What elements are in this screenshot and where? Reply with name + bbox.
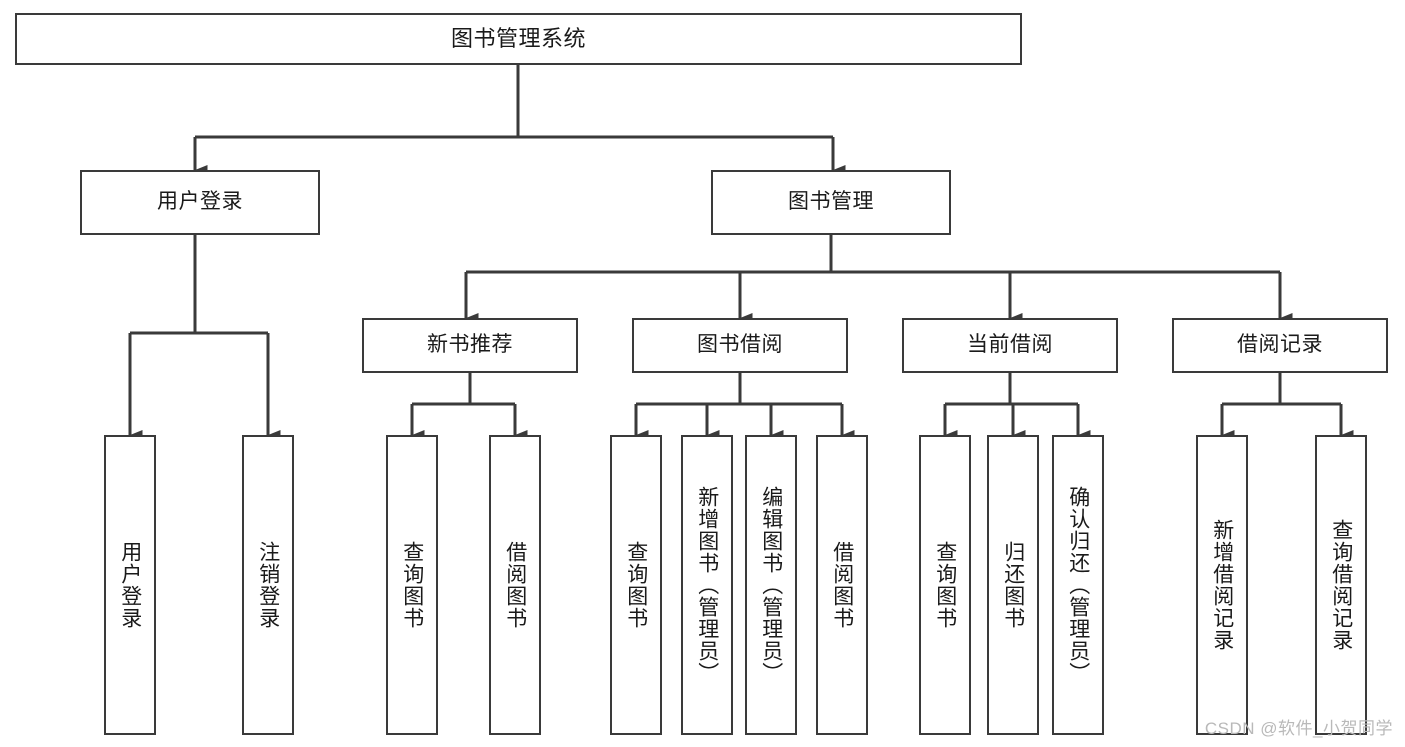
leaf-borrow-book-newbook[interactable]: 借阅图书 <box>489 435 541 735</box>
node-book-borrow[interactable]: 图书借阅 <box>632 318 848 373</box>
node-label: 图书管理 <box>788 190 874 214</box>
leaf-query-book-current[interactable]: 查询图书 <box>919 435 971 735</box>
node-label: 编辑图书（管理员） <box>759 486 783 684</box>
leaf-edit-book-admin[interactable]: 编辑图书（管理员） <box>745 435 797 735</box>
node-label: 确认归还（管理员） <box>1066 486 1090 684</box>
node-label: 图书借阅 <box>697 333 783 357</box>
node-borrow-records[interactable]: 借阅记录 <box>1172 318 1388 373</box>
node-new-book-recommend[interactable]: 新书推荐 <box>362 318 578 373</box>
leaf-add-book-admin[interactable]: 新增图书（管理员） <box>681 435 733 735</box>
node-label: 归还图书 <box>1001 541 1025 629</box>
node-label: 借阅图书 <box>503 541 527 629</box>
node-current-borrow[interactable]: 当前借阅 <box>902 318 1118 373</box>
node-label: 注销登录 <box>256 541 280 629</box>
node-label: 借阅记录 <box>1237 333 1323 357</box>
node-label: 查询图书 <box>624 541 648 629</box>
leaf-return-book[interactable]: 归还图书 <box>987 435 1039 735</box>
leaf-add-borrow-record[interactable]: 新增借阅记录 <box>1196 435 1248 735</box>
leaf-user-login[interactable]: 用户登录 <box>104 435 156 735</box>
node-label: 新增借阅记录 <box>1210 519 1234 651</box>
node-label: 查询图书 <box>933 541 957 629</box>
node-book-management[interactable]: 图书管理 <box>711 170 951 235</box>
node-label: 用户登录 <box>157 190 243 214</box>
watermark: CSDN @软件_小贺同学 <box>1204 719 1393 738</box>
node-label: 图书管理系统 <box>450 26 586 52</box>
node-user-login[interactable]: 用户登录 <box>80 170 320 235</box>
node-root-book-management-system[interactable]: 图书管理系统 <box>15 13 1022 65</box>
node-label: 当前借阅 <box>967 333 1053 357</box>
node-label: 新书推荐 <box>427 333 513 357</box>
node-label: 借阅图书 <box>830 541 854 629</box>
leaf-query-book-newbook[interactable]: 查询图书 <box>386 435 438 735</box>
leaf-borrow-book[interactable]: 借阅图书 <box>816 435 868 735</box>
leaf-query-borrow-record[interactable]: 查询借阅记录 <box>1315 435 1367 735</box>
node-label: 新增图书（管理员） <box>695 486 719 684</box>
leaf-logout[interactable]: 注销登录 <box>242 435 294 735</box>
leaf-confirm-return-admin[interactable]: 确认归还（管理员） <box>1052 435 1104 735</box>
node-label: 查询借阅记录 <box>1329 519 1353 651</box>
node-label: 用户登录 <box>118 541 142 629</box>
node-label: 查询图书 <box>400 541 424 629</box>
leaf-query-book-borrow[interactable]: 查询图书 <box>610 435 662 735</box>
